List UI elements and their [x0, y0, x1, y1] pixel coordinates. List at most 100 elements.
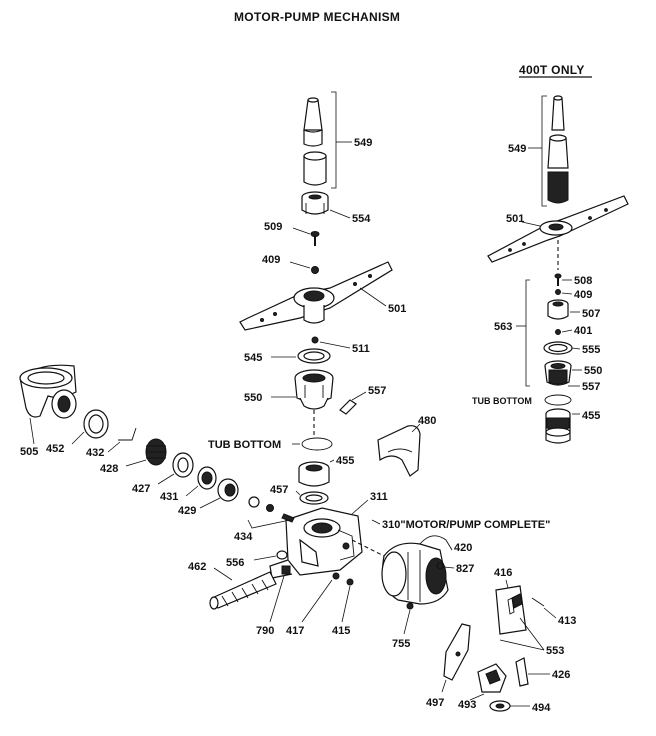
- part-511: [311, 336, 319, 344]
- label-480: 480: [418, 415, 436, 427]
- 400t-label-501: 501: [506, 213, 524, 225]
- 400t-label-550: 550: [584, 365, 602, 377]
- 400t-part-501-spray-arm: [487, 195, 629, 263]
- 400t-label-507: 507: [582, 308, 600, 320]
- part-557-clip: [339, 399, 357, 415]
- part-550-housing: [294, 369, 334, 410]
- label-428: 428: [100, 463, 118, 475]
- 400t-part-409: [555, 289, 561, 295]
- 400t-part-507: [547, 299, 569, 320]
- 400t-part-555-ring: [543, 341, 573, 355]
- part-311-pump-housing: [269, 507, 363, 579]
- 400t-part-508: [554, 273, 562, 286]
- label-497: 497: [426, 697, 444, 709]
- label-493: 493: [458, 699, 476, 711]
- 400t-label-549: 549: [508, 143, 526, 155]
- part-416-bracket: [495, 585, 527, 635]
- part-413: [531, 597, 545, 607]
- part-434-washers: [248, 496, 295, 523]
- label-416: 416: [494, 567, 512, 579]
- label-557: 557: [368, 385, 386, 397]
- part-505-inlet: [19, 364, 77, 419]
- label-545: 545: [244, 352, 262, 364]
- part-462-hose: [209, 571, 277, 610]
- label-501: 501: [388, 303, 406, 315]
- part-549-tube: [303, 97, 327, 186]
- label-415: 415: [332, 625, 350, 637]
- label-427: 427: [132, 483, 150, 495]
- label-429: 429: [178, 505, 196, 517]
- label-790: 790: [256, 625, 274, 637]
- label-452: 452: [46, 443, 64, 455]
- part-452-clamp: [83, 409, 109, 439]
- tub-bottom-main-ring: [301, 437, 333, 451]
- part-790: [281, 565, 291, 575]
- 400t-bracket-563: [525, 279, 530, 387]
- label-457: 457: [270, 484, 288, 496]
- label-494: 494: [532, 702, 551, 714]
- motor-axis: [351, 539, 385, 557]
- part-554-nut: [301, 191, 329, 215]
- label-432: 432: [86, 447, 104, 459]
- tub-bottom-400t-ring: [544, 394, 572, 406]
- part-493-clip: [477, 663, 507, 693]
- 400t-label-555: 555: [582, 344, 600, 356]
- part-509-screw: [310, 231, 320, 246]
- part-455-seal: [298, 461, 330, 487]
- tub-bottom-400t-label: TUB BOTTOM: [472, 396, 532, 406]
- label-431: 431: [160, 491, 178, 503]
- label-550: 550: [244, 392, 262, 404]
- part-497-bracket: [443, 623, 471, 681]
- part-420-wire: [419, 535, 453, 551]
- label-509: 509: [264, 221, 282, 233]
- part-429-impeller: [217, 478, 239, 502]
- label-409: 409: [262, 254, 280, 266]
- part-426: [515, 657, 529, 687]
- part-428-spring: [145, 438, 167, 466]
- 400t-label-557: 557: [582, 381, 600, 393]
- part-556: [276, 550, 288, 560]
- label-426: 426: [552, 669, 570, 681]
- label-549: 549: [354, 137, 372, 149]
- 400t-part-455-seal: [545, 408, 571, 444]
- label-434: 434: [234, 531, 253, 543]
- part-494: [489, 700, 511, 712]
- label-462: 462: [188, 561, 206, 573]
- part-432-wire: [118, 427, 137, 441]
- part-480-cover: [377, 425, 421, 477]
- 400t-part-549-tube: [547, 95, 569, 204]
- motor-pump-complete-label: 310"MOTOR/PUMP COMPLETE": [382, 519, 550, 531]
- label-554: 554: [352, 213, 371, 225]
- label-755: 755: [392, 638, 410, 650]
- bracket-549: [331, 91, 337, 189]
- label-553: 553: [546, 645, 564, 657]
- part-501-spray-arm: [239, 261, 393, 331]
- 400t-label-401: 401: [574, 325, 592, 337]
- part-431-ring: [197, 466, 217, 490]
- 400t-bracket-549: [541, 95, 547, 207]
- tub-bottom-main-label: TUB BOTTOM: [208, 439, 281, 451]
- 400t-part-550-housing: [544, 360, 572, 386]
- label-505: 505: [20, 446, 38, 458]
- label-420: 420: [454, 542, 472, 554]
- part-827: [436, 562, 444, 570]
- part-427-ring: [172, 452, 194, 478]
- label-827: 827: [456, 563, 474, 575]
- 400t-only-heading: 400T ONLY: [519, 63, 585, 77]
- leader-553: [499, 617, 545, 651]
- part-415: [346, 578, 354, 586]
- label-413: 413: [558, 615, 576, 627]
- part-310-motor: [381, 542, 449, 605]
- part-457-gasket: [299, 491, 329, 505]
- label-511: 511: [352, 343, 370, 355]
- part-417: [332, 572, 340, 580]
- label-417: 417: [286, 625, 304, 637]
- part-755: [406, 602, 414, 610]
- 400t-label-508: 508: [574, 275, 592, 287]
- label-455: 455: [336, 455, 354, 467]
- part-545-ring: [297, 348, 331, 364]
- 400t-part-401: [555, 329, 561, 335]
- 400t-label-409: 409: [574, 289, 592, 301]
- 400t-label-563: 563: [494, 321, 512, 333]
